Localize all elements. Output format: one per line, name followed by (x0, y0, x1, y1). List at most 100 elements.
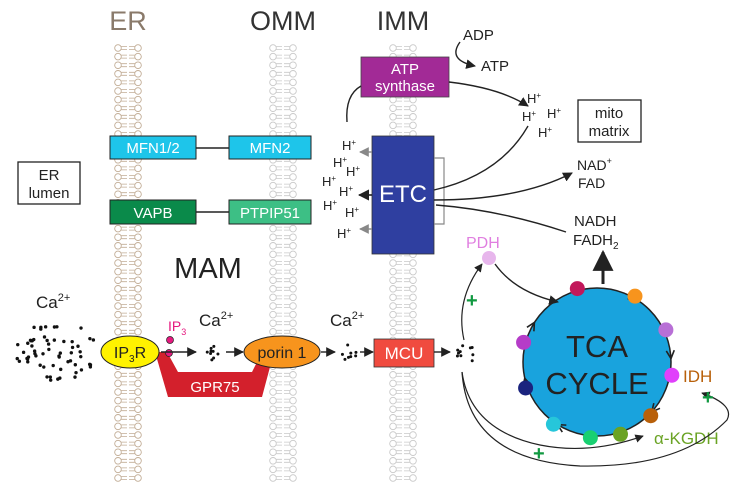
lipid-tail (121, 226, 127, 231)
calcium-ion (88, 365, 93, 369)
lipid-tail (121, 304, 127, 308)
tca-enzyme-dot (658, 322, 674, 338)
lipid-tail (284, 304, 290, 308)
lipid-head (269, 293, 277, 302)
lipid-head (289, 414, 297, 422)
ip3-molecule (166, 336, 174, 344)
lipid-tail (276, 312, 282, 317)
lipid-tail (129, 286, 135, 291)
lipid-head (289, 465, 297, 474)
calcium-ion (52, 338, 57, 342)
lipid-tail (121, 46, 127, 50)
lipid-tail (284, 175, 290, 179)
calcium-ion (346, 355, 350, 359)
lipid-tail (276, 433, 282, 437)
lipid-tail (284, 390, 290, 394)
lipid-tail (129, 226, 135, 231)
calcium-ion (79, 368, 84, 372)
lipid-tail (284, 97, 290, 102)
lipid-head (289, 250, 297, 259)
adp-label: ADP (463, 27, 494, 44)
lipid-head (409, 267, 417, 276)
lipid-tail (129, 312, 135, 317)
proton-label: H+ (346, 164, 360, 179)
lipid-tail (396, 123, 402, 128)
calcium-ion (58, 351, 63, 355)
lipid-tail (129, 235, 135, 240)
lipid-head (134, 190, 142, 198)
lipid-tail (276, 329, 282, 334)
lipid-tail (276, 235, 282, 240)
lipid-tail (396, 106, 402, 111)
lipid-tail (276, 304, 282, 308)
lipid-head (289, 396, 297, 405)
lipid-tail (129, 80, 135, 85)
calcium-ion (32, 325, 36, 330)
calcium-ion (79, 354, 83, 359)
tca-enzyme-dot (582, 430, 598, 446)
lipid-tail (129, 450, 135, 455)
idh-label: IDH (683, 367, 712, 386)
lipid-tail (121, 106, 127, 111)
lipid-tail (276, 476, 282, 480)
lipid-tail (121, 235, 127, 240)
lipid-head (289, 276, 297, 284)
lipid-tail (276, 183, 282, 188)
lipid-tail (276, 192, 282, 197)
er-membrane (114, 44, 142, 482)
mito-matrix-label-2: matrix (589, 123, 630, 140)
lipid-head (134, 233, 142, 241)
lipid-tail (396, 97, 402, 102)
calcium-ion (354, 350, 358, 354)
lipid-head (289, 302, 297, 310)
lipid-head (114, 121, 122, 130)
lipid-head (289, 259, 297, 267)
lipid-tail (284, 80, 290, 85)
lipid-tail (284, 372, 290, 377)
lipid-tail (276, 63, 282, 68)
lipid-tail (121, 415, 127, 420)
lipid-head (289, 87, 297, 95)
proton-label: H+ (323, 198, 337, 213)
calcium-ion (471, 353, 475, 357)
ip3-molecule (165, 349, 173, 357)
lipid-head (269, 285, 277, 293)
lipid-tail (121, 183, 127, 188)
lipid-head (389, 328, 397, 336)
lipid-tail (276, 407, 282, 412)
lipid-tail (121, 312, 127, 317)
lipid-head (269, 181, 277, 190)
lipid-tail (121, 476, 127, 480)
atp-synthase-label-1: ATP (391, 61, 419, 78)
lipid-head (389, 371, 397, 379)
lipid-tail (129, 398, 135, 403)
proton-label: H+ (345, 205, 359, 220)
vapb-box (109, 199, 197, 225)
lipid-head (269, 233, 277, 241)
lipid-tail (284, 381, 290, 386)
lipid-tail (404, 390, 410, 394)
lipid-head (409, 439, 417, 448)
calcium-ion (30, 344, 34, 348)
nad-label: NAD+ (577, 156, 612, 173)
calcium-ion (41, 352, 45, 356)
lipid-tail (404, 467, 410, 472)
lipid-head (289, 285, 297, 293)
lipid-head (114, 405, 122, 413)
lipid-head (114, 439, 122, 448)
calcium-ion (70, 339, 74, 344)
lipid-tail (129, 424, 135, 429)
lipid-head (134, 224, 142, 233)
lipid-tail (284, 269, 290, 274)
calcium-ion (343, 357, 347, 361)
lipid-head (114, 285, 122, 293)
lipid-head (114, 173, 122, 181)
lipid-tail (396, 433, 402, 437)
lipid-tail (404, 106, 410, 111)
lipid-head (389, 276, 397, 284)
lipid-head (389, 293, 397, 302)
lipid-head (114, 181, 122, 190)
lipid-tail (129, 329, 135, 334)
lipid-tail (129, 89, 135, 93)
calcium-ion (55, 325, 59, 329)
